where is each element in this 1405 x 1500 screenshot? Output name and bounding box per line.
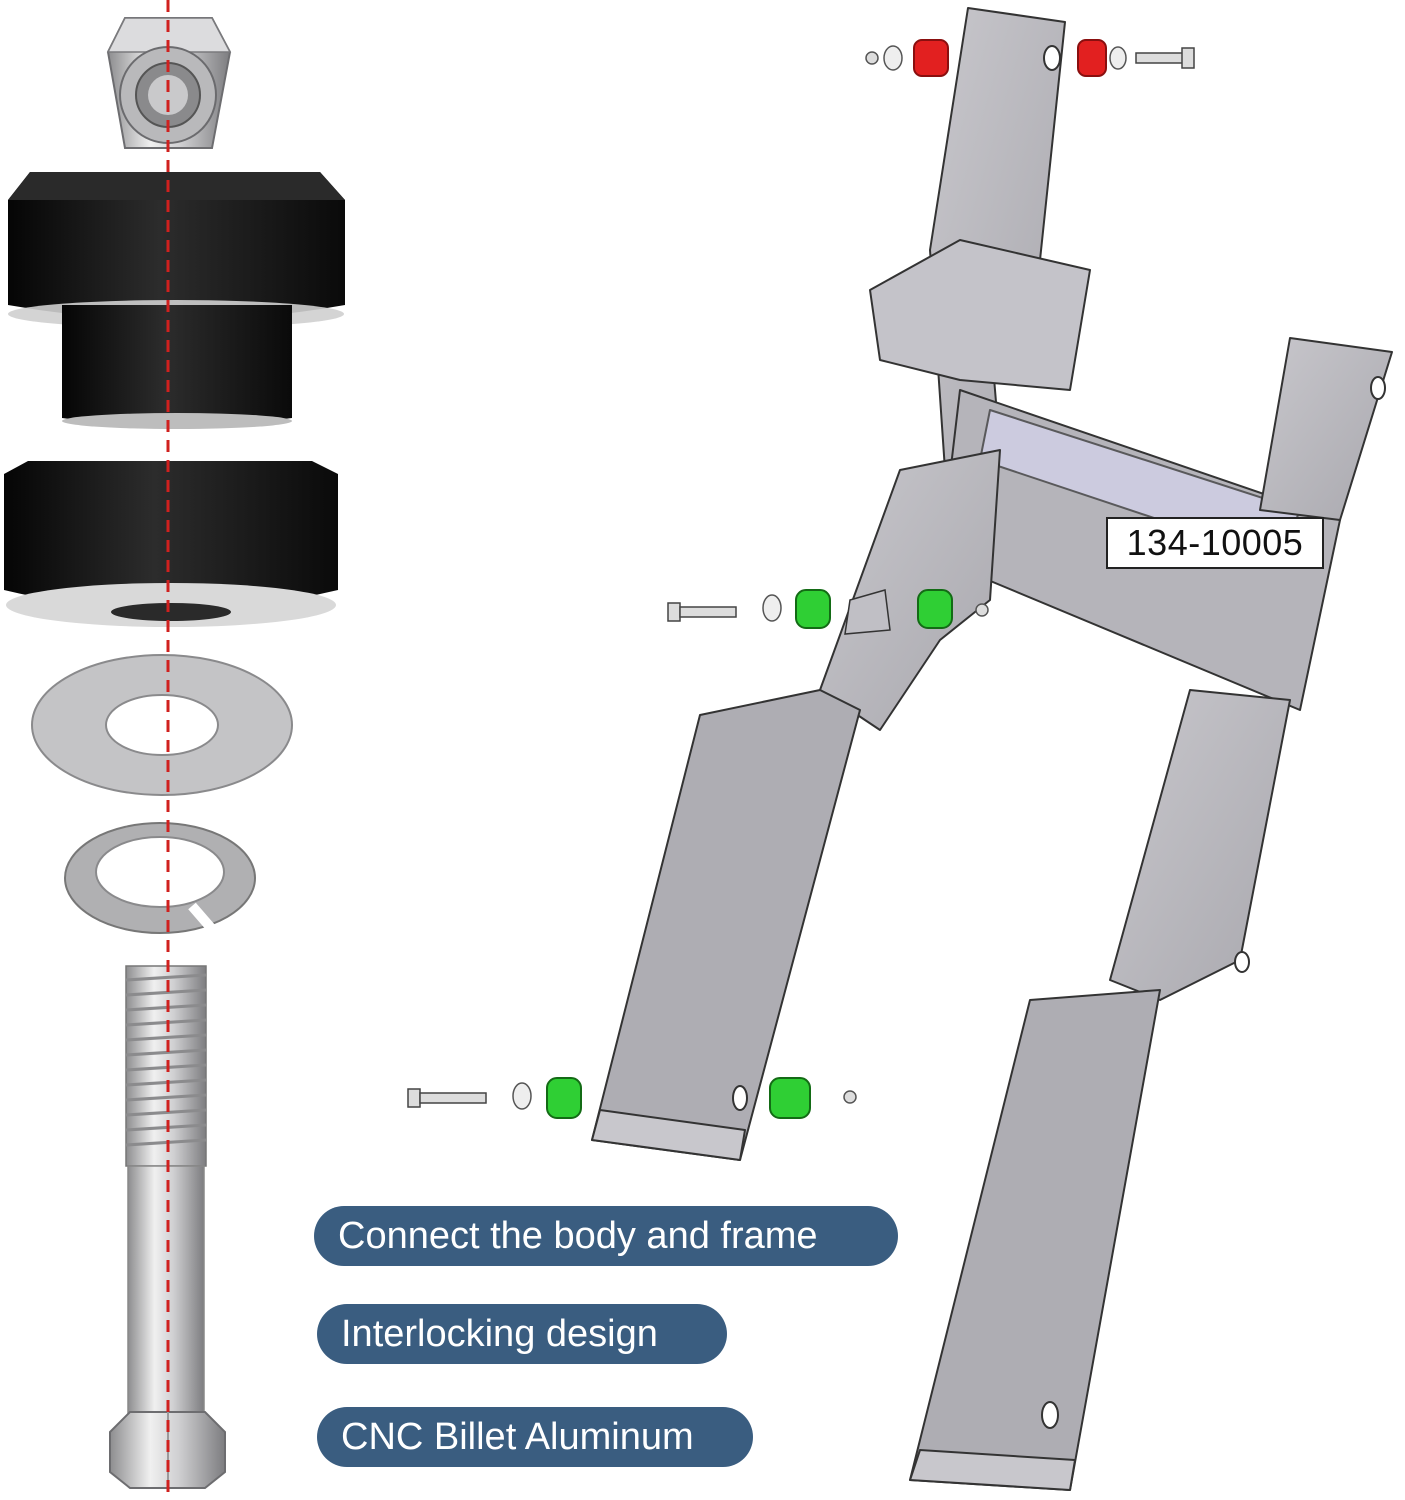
part-number-label: 134-10005 <box>1106 517 1324 569</box>
hex-bolt-icon <box>109 965 226 1489</box>
bushing-icon <box>4 461 338 627</box>
exploded-fasteners-middle <box>667 589 989 635</box>
feature-pill-connect: Connect the body and frame <box>314 1206 898 1266</box>
feature-pill-material: CNC Billet Aluminum <box>317 1407 753 1467</box>
exploded-fasteners-bottom <box>407 1077 857 1119</box>
frame-diagram-icon <box>591 7 1393 1491</box>
exploded-fasteners-top <box>865 39 1195 77</box>
lock-washer-icon <box>64 822 256 940</box>
feature-pill-interlocking: Interlocking design <box>317 1304 727 1364</box>
flat-washer-icon <box>31 654 293 796</box>
bushing-icon <box>8 172 345 429</box>
